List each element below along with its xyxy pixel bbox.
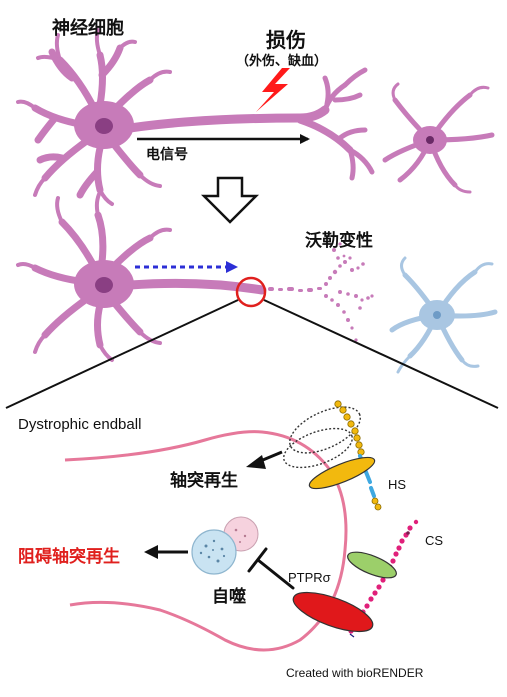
healthy-nucleus (95, 118, 113, 134)
cs-label: CS (425, 533, 444, 548)
inhibition-symbol (247, 547, 295, 590)
autophagosome (191, 516, 259, 575)
blocked-signal-arrowhead (226, 261, 238, 273)
axon-fragments (268, 242, 374, 342)
injury-site-circle (235, 276, 267, 308)
target-nucleus-blue (433, 311, 441, 319)
neuron-label: 神经细胞 (52, 18, 124, 39)
degenerating-nucleus (95, 277, 113, 293)
injury-label: 损伤 (266, 28, 306, 52)
credit-label: Created with bioRENDER (286, 666, 424, 680)
autophagy-label: 自噬 (212, 587, 246, 607)
hs-label: HS (388, 477, 407, 492)
axon-regeneration-label: 轴突再生 (170, 471, 238, 491)
cs-green-core (347, 551, 397, 579)
down-arrow-icon (200, 176, 260, 224)
ptpr-sigma-label: PTPRσ (288, 570, 331, 585)
target-nucleus-top (426, 136, 434, 144)
regeneration-arrowhead (246, 455, 266, 469)
endball-label: Dystrophic endball (18, 416, 142, 433)
electric-signal-label: 电信号 (146, 147, 188, 163)
ptpr-sigma-receptor (292, 591, 374, 633)
injury-lightning-icon (256, 68, 290, 112)
block-arrowhead (144, 545, 158, 559)
hs-proteoglycan (283, 400, 382, 511)
block-regeneration-label: 阻碍轴突再生 (18, 547, 120, 567)
wallerian-label: 沃勒变性 (305, 231, 373, 251)
zoom-line-right (263, 299, 499, 409)
zoom-line-left (5, 299, 239, 409)
endball-membrane (64, 430, 348, 652)
injury-causes-label: （外伤、缺血） (236, 54, 328, 69)
